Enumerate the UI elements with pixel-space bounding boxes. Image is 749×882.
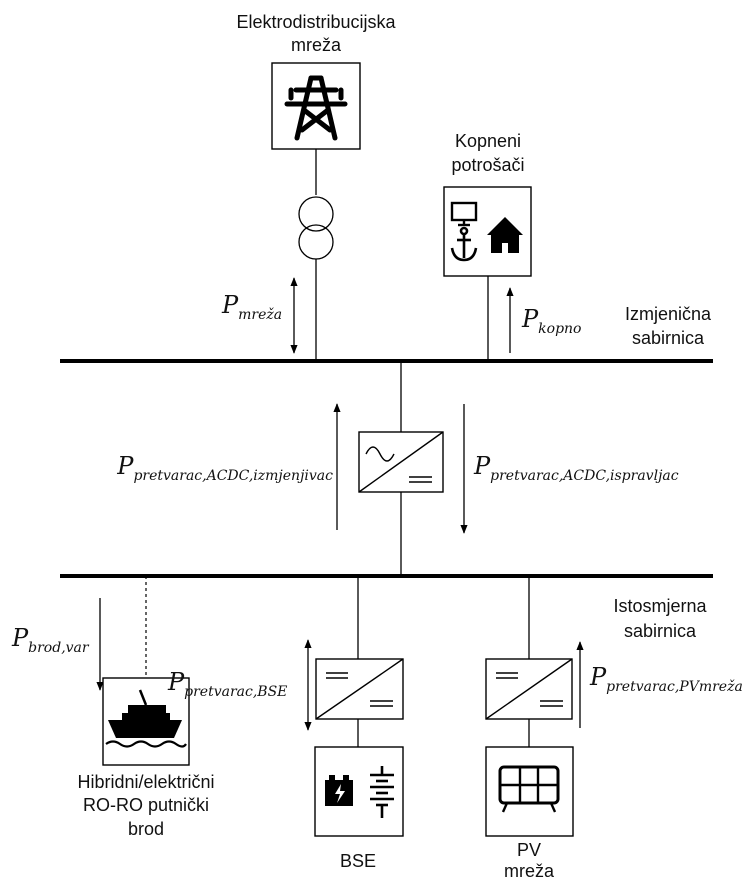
pv-label-line2: mreža (504, 861, 555, 881)
anchor-icon (450, 226, 478, 262)
house-icon (487, 217, 523, 253)
rectifier-flow-label: Ppretvarac,ACDC,ispravljac (473, 452, 679, 484)
ship-icon (105, 689, 187, 748)
dc-dc-converter-icon (315, 658, 404, 720)
inverter-flow-label: Ppretvarac,ACDC,izmjenjivac (116, 452, 333, 484)
dc-bus-label-line2: sabirnica (624, 621, 697, 641)
grid-label-line1: Elektrodistribucijska (236, 12, 396, 32)
grid-flow-label: Pmreža (221, 291, 282, 323)
pv-flow-label: Ppretvarac,PVmreža (589, 663, 743, 695)
battery-icon (325, 775, 353, 806)
land-label-line1: Kopneni (455, 131, 521, 151)
bse-label: BSE (340, 851, 376, 871)
computer-monitor-icon (450, 201, 478, 227)
ship-label-line3: brod (128, 819, 164, 839)
dc-dc-converter-icon (485, 658, 573, 720)
battery-cell-stack-icon (370, 766, 394, 818)
bse-flow-label: Ppretvarac,BSE (167, 668, 287, 700)
acdc-converter-icon (358, 431, 444, 493)
ship-label-line1: Hibridni/električni (77, 772, 214, 792)
land-flow-label: Pkopno (521, 305, 581, 337)
transformer-icon (298, 196, 334, 260)
power-pylon-icon (284, 75, 348, 141)
grid-label-line2: mreža (291, 35, 342, 55)
ac-bus-label-line2: sabirnica (632, 328, 705, 348)
land-label-line2: potrošači (451, 155, 524, 175)
pv-label-line1: PV (517, 840, 541, 860)
ship-flow-label: Pbrod,var (11, 624, 90, 656)
ship-label-line2: RO-RO putnički (83, 795, 209, 815)
dc-bus-label-line1: Istosmjerna (613, 596, 707, 616)
solar-panel-icon (498, 765, 560, 813)
ac-bus-label-line1: Izmjenična (625, 304, 712, 324)
